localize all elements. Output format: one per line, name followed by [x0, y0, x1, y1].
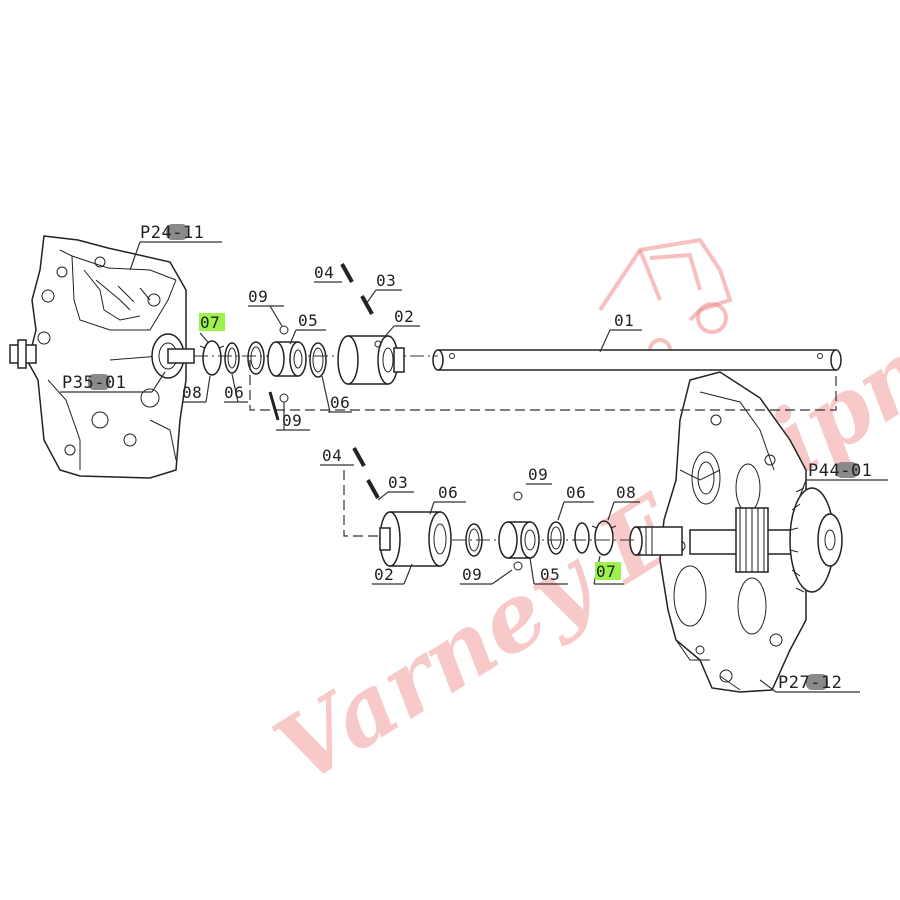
- label-bottom-03: 03: [388, 473, 408, 492]
- label-bottom-04: 04: [322, 446, 342, 465]
- bottom-washer-06a: [465, 523, 483, 557]
- label-bottom-02: 02: [374, 565, 394, 584]
- right-gearbox-housing: [629, 371, 843, 693]
- label-highlight-p35-01: [88, 374, 110, 390]
- assembly-dash-top: [249, 360, 837, 411]
- label-highlight-bottom-07: [595, 562, 621, 580]
- label-top-08: 08: [182, 383, 202, 402]
- label-highlight-p27-12: [806, 674, 828, 690]
- label-p27-12: P27-12: [778, 673, 842, 693]
- main-shaft: [432, 349, 842, 371]
- leader-lines: [60, 241, 888, 693]
- bottom-pins-03-04: [352, 447, 380, 499]
- label-top-01: 01: [614, 311, 634, 330]
- part-labels: P24-11 P35-01 P44-01 P27-12 07 08 06 09 …: [62, 223, 872, 693]
- label-p35-01: P35-01: [62, 373, 126, 393]
- label-top-06a: 06: [224, 383, 244, 402]
- bottom-circlip-07-08: [591, 520, 617, 556]
- top-coupler-05: [267, 325, 307, 403]
- label-bottom-07: 07: [596, 562, 616, 581]
- label-bottom-08: 08: [616, 483, 636, 502]
- top-pins-03-04: [268, 263, 374, 421]
- assembly-dash-bottom: [343, 470, 380, 537]
- top-washer-06a: [224, 342, 240, 374]
- label-top-09a: 09: [248, 287, 268, 306]
- label-p44-01: P44-01: [808, 461, 872, 481]
- top-washer-06b: [247, 341, 265, 375]
- label-top-04: 04: [314, 263, 334, 282]
- label-bottom-06a: 06: [438, 483, 458, 502]
- bottom-washer-06c: [574, 522, 590, 554]
- label-top-06b: 06: [330, 393, 350, 412]
- label-bottom-09b: 09: [462, 565, 482, 584]
- label-highlight-p24-11: [166, 224, 188, 240]
- label-top-05: 05: [298, 311, 318, 330]
- tractor-logo-icon: [598, 237, 733, 362]
- label-top-03: 03: [376, 271, 396, 290]
- label-highlight-p44-01: [836, 462, 858, 478]
- bottom-coupler-05: [498, 491, 540, 571]
- label-top-07: 07: [200, 313, 220, 332]
- top-sleeve-02: [337, 335, 405, 385]
- label-top-02: 02: [394, 307, 414, 326]
- top-circlip-07-08: [199, 340, 225, 376]
- bottom-washer-06b: [547, 521, 565, 555]
- label-bottom-09a: 09: [528, 465, 548, 484]
- top-washer-06c: [309, 342, 327, 378]
- bottom-sleeve-02: [379, 511, 452, 567]
- left-gearbox-housing: [9, 235, 195, 479]
- label-top-09b: 09: [282, 411, 302, 430]
- label-bottom-06b: 06: [566, 483, 586, 502]
- label-p24-11: P24-11: [140, 223, 204, 243]
- label-highlight-top-07: [199, 313, 225, 331]
- label-bottom-05: 05: [540, 565, 560, 584]
